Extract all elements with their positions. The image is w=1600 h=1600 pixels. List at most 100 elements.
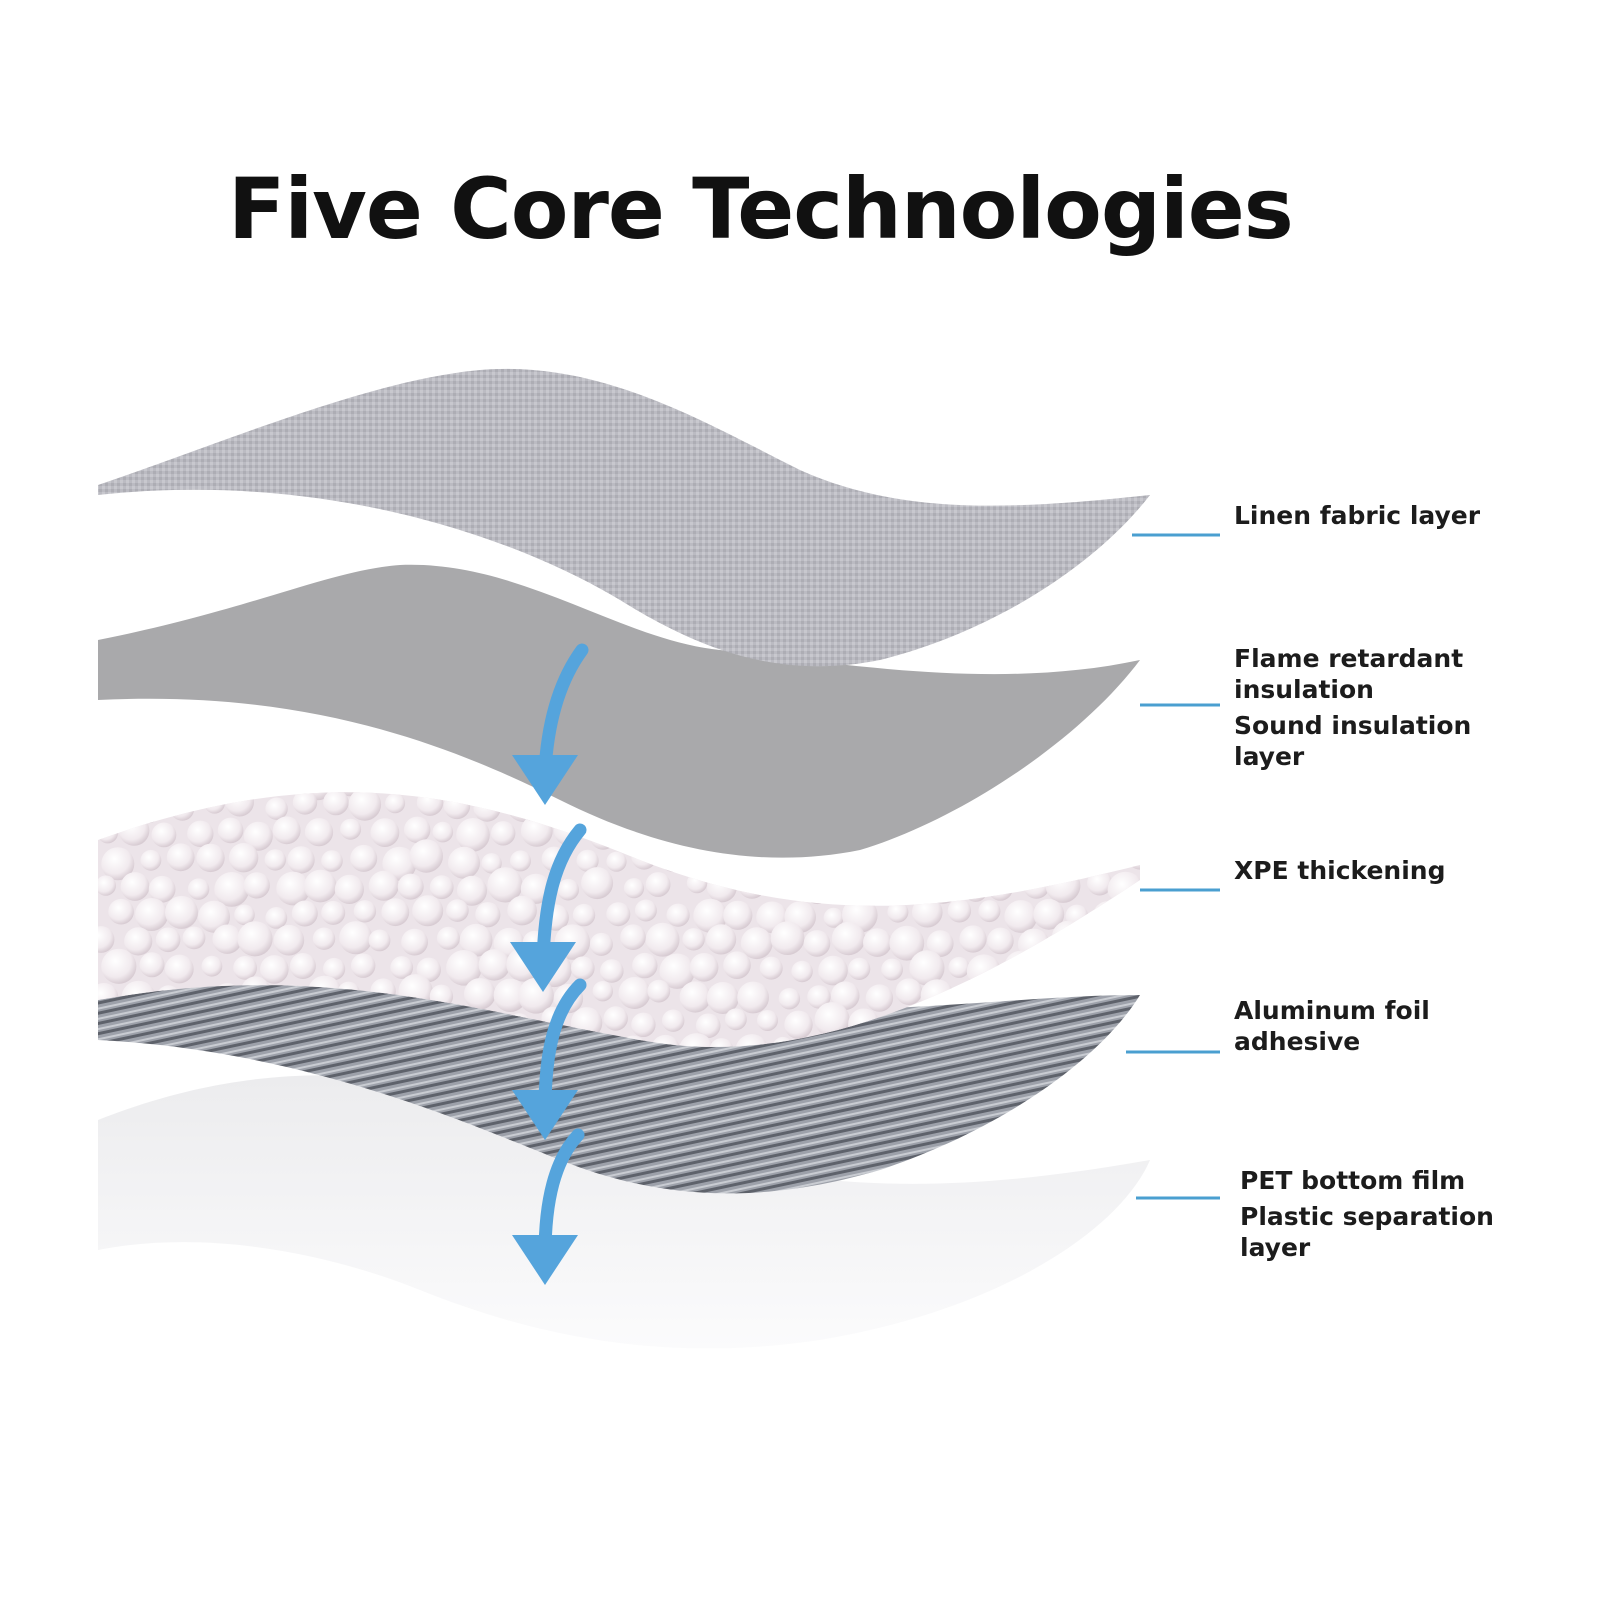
foam-bead bbox=[465, 766, 487, 788]
foam-bead bbox=[448, 846, 480, 879]
linen-fabric-layer bbox=[98, 368, 1150, 667]
foam-bead bbox=[1033, 898, 1065, 930]
foam-bead bbox=[1046, 792, 1083, 794]
foam-bead bbox=[446, 950, 482, 986]
label-flame-line-2: insulation bbox=[1234, 675, 1374, 704]
foam-bead bbox=[940, 847, 968, 875]
foam-bead bbox=[98, 875, 117, 896]
foam-bead bbox=[520, 815, 553, 847]
foam-bead bbox=[881, 958, 903, 981]
foam-bead bbox=[370, 818, 400, 847]
foam-bead bbox=[706, 924, 737, 955]
foam-bead bbox=[571, 956, 595, 980]
foam-bead bbox=[112, 793, 133, 815]
foam-bead bbox=[695, 1013, 721, 1039]
foam-bead bbox=[353, 900, 377, 923]
foam-bead bbox=[1126, 842, 1140, 870]
foam-bead bbox=[510, 850, 531, 872]
label-pet: PET bottom film Plastic separation layer bbox=[1240, 1165, 1494, 1263]
foam-bead bbox=[659, 953, 695, 989]
foam-bead bbox=[659, 844, 688, 873]
foam-bead bbox=[304, 869, 337, 903]
foam-bead bbox=[180, 792, 213, 794]
foam-bead bbox=[893, 871, 921, 900]
foam-bead bbox=[1039, 849, 1063, 874]
foam-bead bbox=[1132, 794, 1140, 815]
foam-bead bbox=[975, 794, 1003, 823]
foam-bead bbox=[187, 820, 214, 847]
foam-bead bbox=[212, 924, 242, 954]
foam-bead bbox=[243, 821, 273, 851]
foam-bead bbox=[108, 898, 134, 925]
arrowhead-3 bbox=[512, 1090, 578, 1140]
foam-bead bbox=[446, 899, 469, 922]
label-linen: Linen fabric layer bbox=[1234, 500, 1480, 531]
arrowhead-1 bbox=[512, 755, 578, 805]
foam-bead bbox=[928, 819, 958, 848]
foam-bead bbox=[600, 959, 624, 983]
foam-bead bbox=[908, 841, 941, 875]
foam-bead bbox=[215, 762, 243, 790]
foam-bead bbox=[682, 928, 705, 951]
foam-bead bbox=[273, 924, 305, 956]
foam-bead bbox=[131, 792, 163, 824]
foam-bead bbox=[1072, 796, 1096, 819]
foam-bead bbox=[823, 907, 844, 928]
foam-bead bbox=[814, 1002, 850, 1038]
foam-bead bbox=[246, 769, 269, 792]
foam-bead bbox=[437, 767, 461, 791]
foam-bead bbox=[770, 921, 805, 955]
foam-bead bbox=[135, 898, 169, 931]
label-pet-line-1: PET bottom film bbox=[1240, 1166, 1466, 1195]
foam-bead bbox=[147, 792, 178, 797]
foam-bead bbox=[772, 876, 793, 898]
foam-bead bbox=[802, 873, 833, 905]
foam-bead bbox=[381, 898, 410, 927]
foam-bead bbox=[506, 792, 542, 823]
foam-bead bbox=[196, 843, 225, 873]
page-title: Five Core Technologies bbox=[228, 160, 1294, 258]
foam-bead bbox=[404, 766, 427, 789]
foam-bead bbox=[339, 921, 373, 955]
foam-bead bbox=[618, 977, 651, 1009]
foam-bead bbox=[1088, 927, 1111, 950]
foam-bead bbox=[966, 954, 1001, 989]
foam-bead bbox=[98, 822, 118, 844]
foam-bead bbox=[709, 1038, 734, 1047]
foam-bead bbox=[225, 792, 254, 817]
foam-bead bbox=[1031, 792, 1060, 819]
foam-bead bbox=[879, 843, 912, 875]
foam-bead bbox=[312, 927, 336, 950]
foam-bead bbox=[148, 875, 176, 903]
foam-bead bbox=[368, 870, 399, 901]
foam-bead bbox=[865, 984, 894, 1012]
foam-bead bbox=[572, 903, 596, 927]
foam-bead bbox=[331, 792, 367, 797]
foam-bead bbox=[651, 1034, 680, 1047]
foam-bead bbox=[201, 955, 223, 977]
foam-bead bbox=[404, 816, 431, 843]
foam-bead bbox=[620, 924, 646, 950]
foam-bead bbox=[959, 925, 987, 953]
foam-bead bbox=[323, 957, 346, 981]
foam-bead bbox=[895, 978, 923, 1005]
foam-bead bbox=[390, 956, 414, 979]
foam-bead bbox=[340, 818, 362, 840]
foam-bead bbox=[401, 928, 428, 956]
foam-bead bbox=[214, 872, 250, 907]
foam-bead bbox=[187, 878, 210, 900]
foam-bead bbox=[759, 956, 783, 980]
foam-bead bbox=[926, 930, 954, 957]
label-plastic-line-1: Plastic separation bbox=[1240, 1202, 1494, 1231]
foam-bead bbox=[831, 921, 866, 956]
foam-bead bbox=[592, 981, 613, 1002]
foam-bead bbox=[140, 849, 162, 871]
foam-bead bbox=[228, 843, 259, 873]
foam-bead bbox=[475, 902, 501, 928]
flame-sound-insulation-layer bbox=[98, 564, 1140, 858]
foam-bead bbox=[182, 926, 206, 950]
foam-bead bbox=[493, 978, 527, 1012]
foam-bead bbox=[1004, 950, 1037, 984]
foam-bead bbox=[368, 929, 391, 952]
foam-bead bbox=[962, 821, 984, 843]
